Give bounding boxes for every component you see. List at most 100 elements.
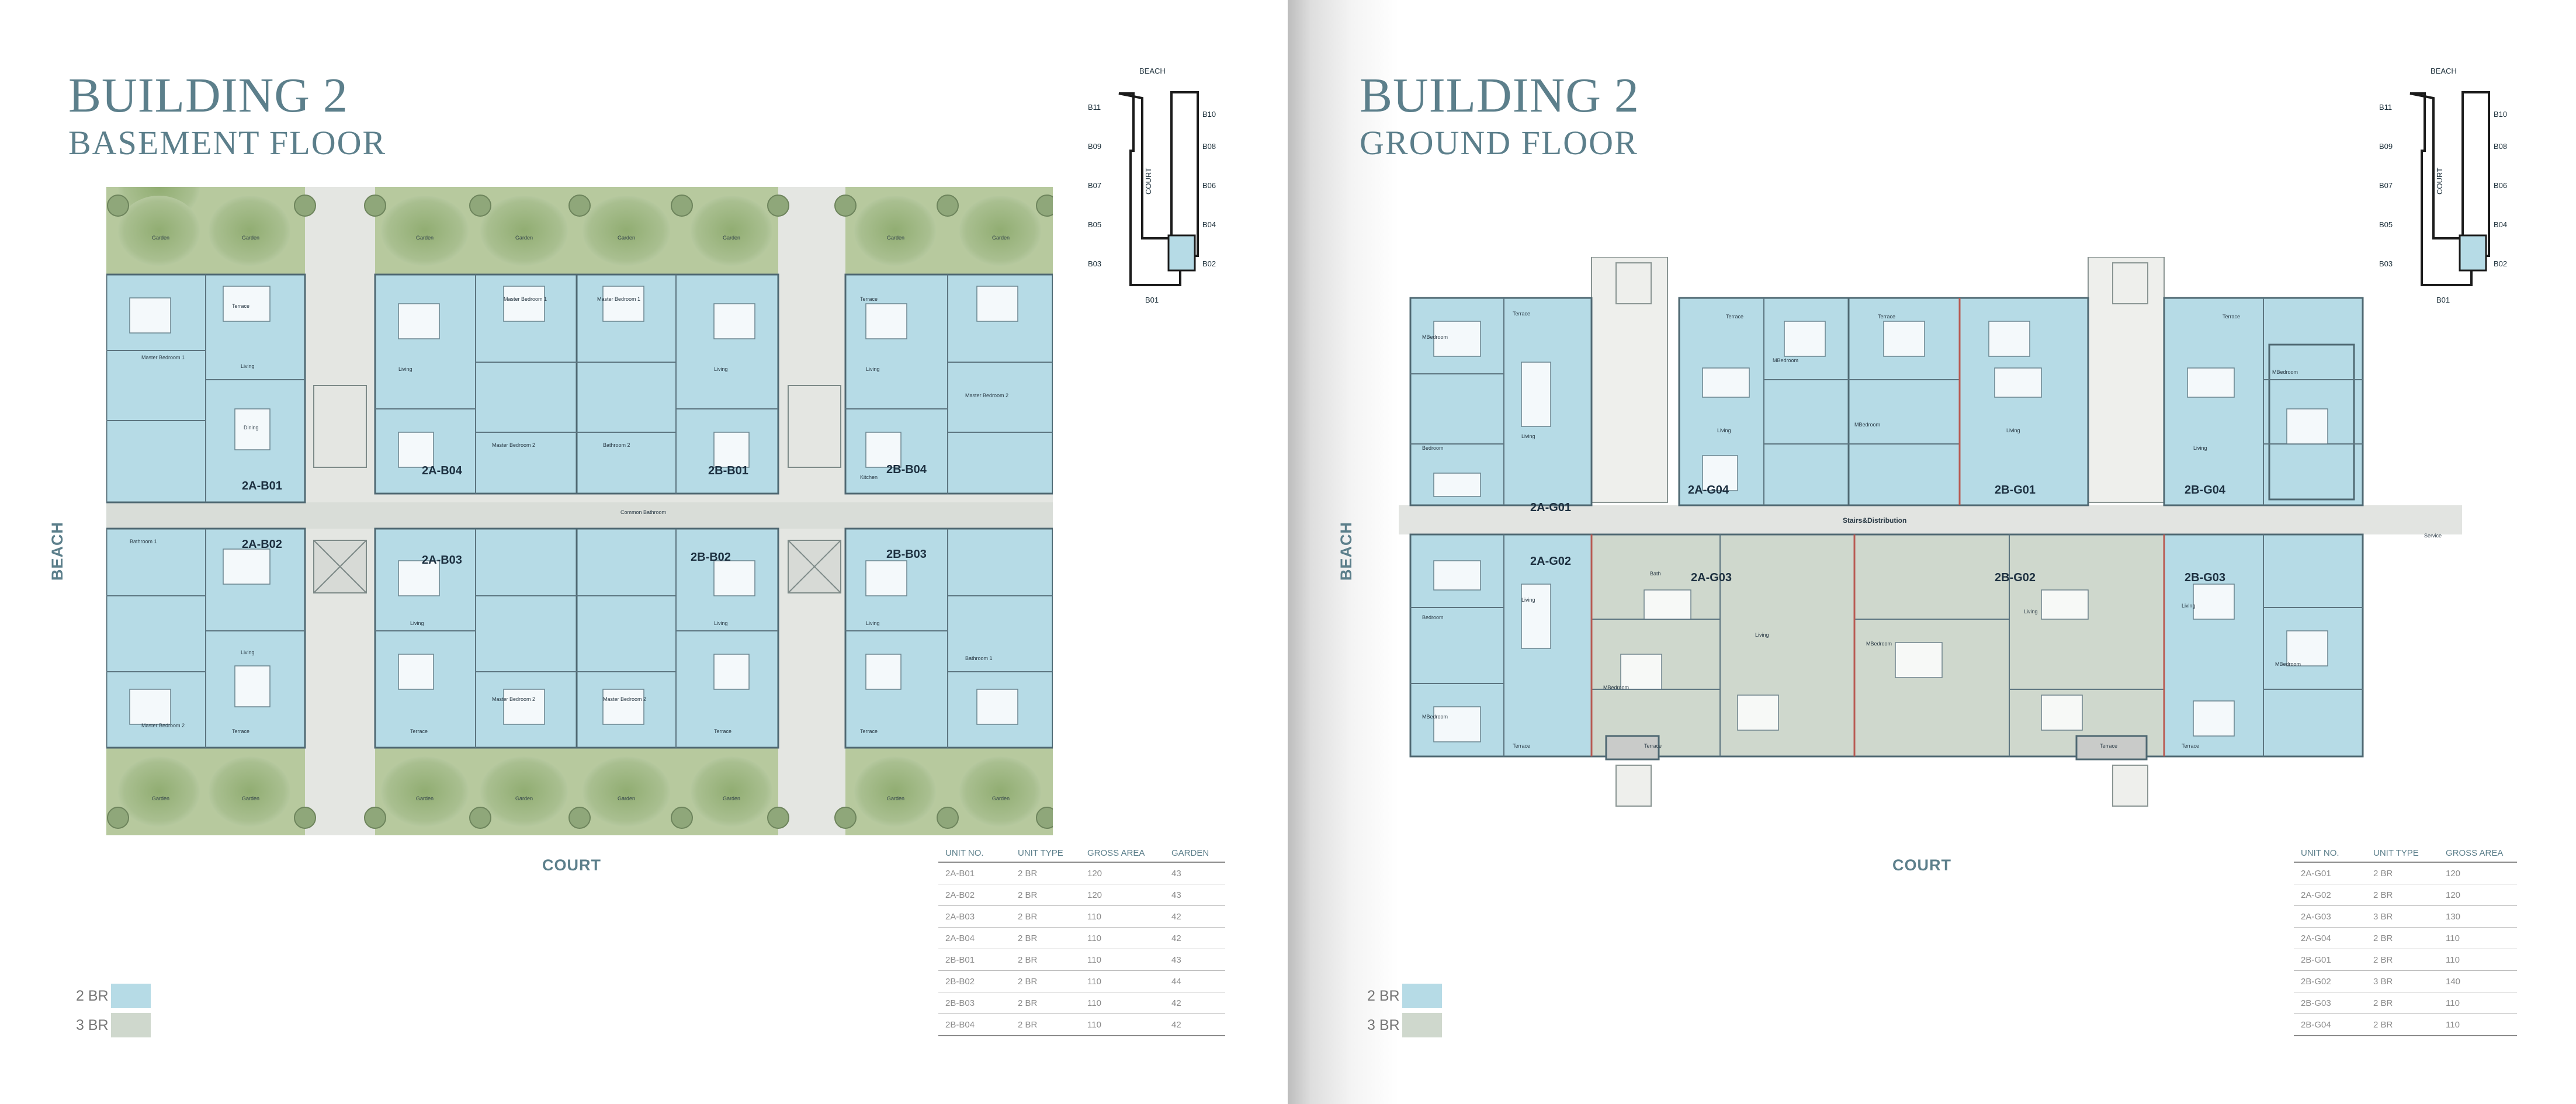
- svg-text:B01: B01: [1145, 296, 1159, 304]
- svg-text:Living: Living: [241, 363, 255, 369]
- svg-text:Bedroom: Bedroom: [1422, 615, 1444, 620]
- unit-label-2A-G03: 2A-G03: [1691, 571, 1732, 584]
- svg-text:Living: Living: [410, 620, 424, 626]
- svg-text:Kitchen: Kitchen: [860, 474, 878, 480]
- keyplan: BEACH B11 B09 B07 B05 B03 B10 B08 B06 B0…: [1088, 67, 1216, 304]
- svg-text:Master Bedroom 2: Master Bedroom 2: [603, 696, 646, 702]
- svg-text:Garden: Garden: [242, 796, 259, 801]
- svg-text:Master Bedroom 2: Master Bedroom 2: [492, 696, 535, 702]
- svg-text:MBedroom: MBedroom: [2275, 661, 2301, 667]
- svg-text:Terrace: Terrace: [2100, 743, 2117, 749]
- svg-text:Living: Living: [2024, 609, 2038, 615]
- unit-label-2B-G04: 2B-G04: [2185, 484, 2226, 497]
- svg-text:Master Bedroom 1: Master Bedroom 1: [597, 296, 640, 302]
- unit-label-2B-G01: 2B-G01: [1995, 484, 2036, 497]
- svg-text:Garden: Garden: [416, 235, 434, 241]
- svg-text:Garden: Garden: [515, 796, 533, 801]
- legend-3br: 3 BR: [1367, 1011, 1442, 1040]
- unit-label-2A-B03: 2A-B03: [422, 554, 462, 567]
- svg-text:Bathroom 2: Bathroom 2: [603, 442, 630, 448]
- trees: [107, 195, 1053, 829]
- svg-text:Living: Living: [866, 620, 880, 626]
- unit-label-2B-G02: 2B-G02: [1995, 571, 2036, 584]
- svg-text:Garden: Garden: [152, 235, 169, 241]
- svg-text:B04: B04: [1202, 220, 1216, 229]
- title-floor: BASEMENT FLOOR: [68, 124, 387, 162]
- svg-text:Living: Living: [866, 366, 880, 372]
- unit-label-2B-G03: 2B-G03: [2185, 571, 2225, 584]
- svg-text:Bathroom 1: Bathroom 1: [130, 539, 157, 544]
- svg-text:B03: B03: [1088, 259, 1101, 268]
- partitions: [106, 275, 1053, 748]
- court-label: COURT: [542, 856, 601, 874]
- svg-text:Living: Living: [1521, 597, 1535, 603]
- svg-text:Terrace: Terrace: [714, 728, 731, 734]
- svg-text:B10: B10: [1202, 110, 1216, 119]
- unit-labels: 2A-G01 2A-G02 2A-G03 2A-G04 2B-G01 2B-G0…: [1530, 484, 2226, 584]
- corridor-label: Common Bathroom: [620, 509, 666, 515]
- svg-text:Living: Living: [241, 650, 255, 655]
- svg-text:MBedroom: MBedroom: [1854, 422, 1880, 428]
- svg-text:B02: B02: [2494, 259, 2507, 268]
- legend-swatch-2br: [111, 984, 151, 1008]
- svg-text:B10: B10: [2494, 110, 2507, 119]
- unit-label-2B-B04: 2B-B04: [886, 463, 927, 476]
- unit-label-2A-B04: 2A-B04: [422, 464, 463, 477]
- furniture: [1433, 321, 2328, 742]
- beach-label: BEACH: [48, 521, 67, 581]
- stair-zones: [1591, 257, 2165, 807]
- svg-text:B09: B09: [1088, 142, 1101, 151]
- unit-label-2A-G02: 2A-G02: [1530, 555, 1571, 568]
- title-building: BUILDING 2: [1360, 68, 1639, 123]
- svg-text:Living: Living: [714, 620, 728, 626]
- ground-floor-plan: Stairs&Distribution Service: [1399, 257, 2462, 807]
- room-labels: Terrace Master Bedroom 1 Living Dining B…: [130, 296, 1008, 734]
- svg-text:Living: Living: [1755, 632, 1769, 638]
- page-title: BUILDING 2 BASEMENT FLOOR: [68, 69, 386, 164]
- service-label: Service: [2424, 533, 2442, 539]
- keyplan-beach: BEACH: [2431, 67, 2457, 75]
- svg-text:COURT: COURT: [1144, 168, 1153, 195]
- svg-text:Terrace: Terrace: [1878, 314, 1895, 320]
- legend: 2 BR 3 BR: [76, 981, 151, 1040]
- svg-text:B08: B08: [1202, 142, 1216, 151]
- svg-text:Dining: Dining: [244, 425, 259, 431]
- svg-text:Terrace: Terrace: [232, 303, 249, 309]
- unit-2A-G01: [1409, 297, 1593, 506]
- unit-labels: 2A-B01 2A-B02 2A-B03 2A-B04 2B-B01 2B-B0…: [242, 463, 927, 567]
- svg-text:Living: Living: [2182, 603, 2196, 609]
- svg-text:Bathroom 1: Bathroom 1: [965, 655, 993, 661]
- svg-text:Garden: Garden: [515, 235, 533, 241]
- svg-text:Terrace: Terrace: [2223, 314, 2240, 320]
- svg-text:B09: B09: [2379, 142, 2393, 151]
- central-corridor: [106, 502, 1053, 529]
- svg-text:Garden: Garden: [618, 235, 635, 241]
- legend-2br: 2 BR: [1367, 981, 1442, 1011]
- svg-text:Garden: Garden: [242, 235, 259, 241]
- svg-text:Terrace: Terrace: [860, 296, 878, 302]
- stair-cores: [313, 385, 841, 593]
- svg-text:MBedroom: MBedroom: [1422, 334, 1448, 340]
- court-label: COURT: [1892, 856, 1951, 874]
- unit-label-2B-B01: 2B-B01: [708, 464, 748, 477]
- svg-text:Garden: Garden: [887, 235, 904, 241]
- svg-text:Terrace: Terrace: [232, 728, 249, 734]
- svg-text:B03: B03: [2379, 259, 2393, 268]
- title-floor: GROUND FLOOR: [1360, 124, 1638, 162]
- svg-text:B07: B07: [1088, 181, 1101, 190]
- unit-label-2B-B03: 2B-B03: [886, 548, 927, 561]
- legend-swatch-2br: [1402, 984, 1442, 1008]
- svg-text:Garden: Garden: [618, 796, 635, 801]
- svg-text:Garden: Garden: [152, 796, 169, 801]
- svg-text:Terrace: Terrace: [1513, 311, 1530, 317]
